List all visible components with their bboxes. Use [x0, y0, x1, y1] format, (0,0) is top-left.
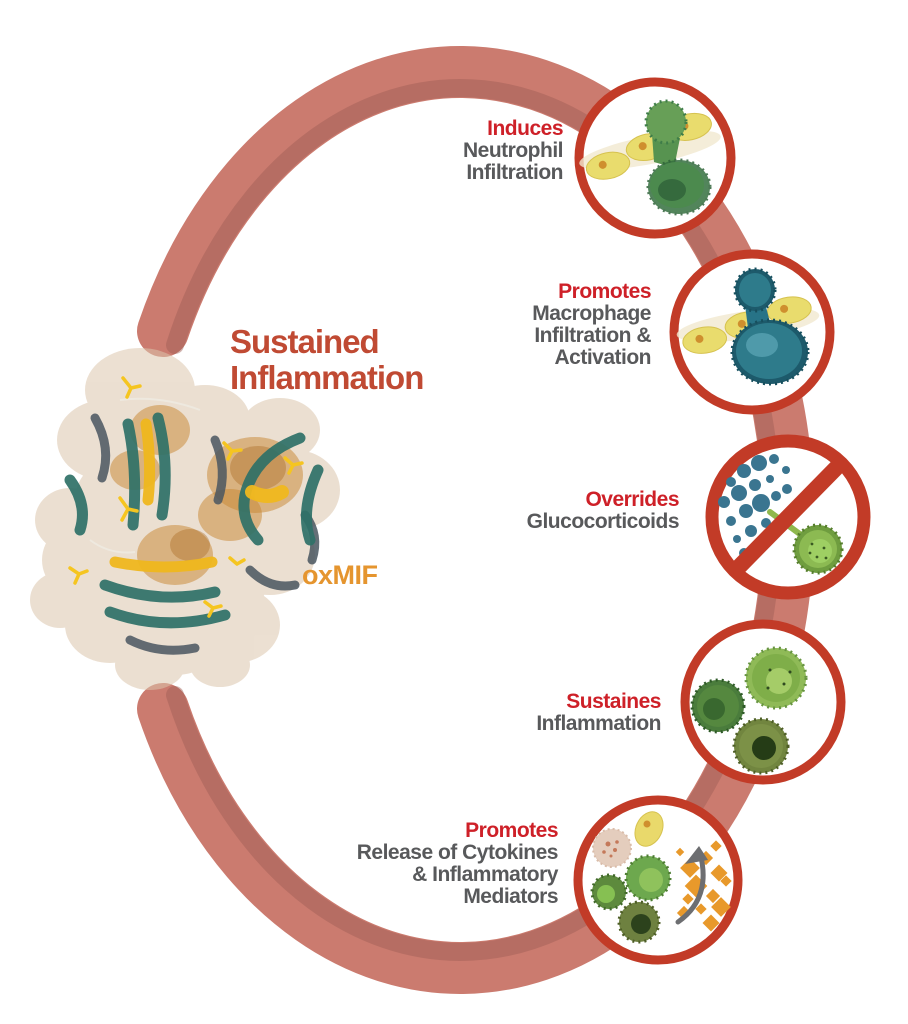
title-line-1: Sustained — [230, 323, 380, 360]
node-verb: Promotes — [558, 280, 651, 303]
neutrophil-infiltration-icon — [579, 99, 721, 216]
protein-yellow-ribbons — [109, 418, 289, 573]
pink-cell-speckles — [602, 840, 619, 858]
node-line: Activation — [554, 346, 651, 369]
release-arrowhead-icon — [685, 846, 708, 864]
title-line-2: Inflammation — [230, 359, 424, 396]
cell-speckles — [808, 542, 828, 560]
oxmif-label: oxMIF — [302, 560, 378, 590]
prohibition-slash-icon — [727, 455, 849, 579]
protein-slate-ribbons — [90, 413, 320, 655]
node-circle-1 — [574, 77, 736, 239]
node-line: Release of Cytokines — [356, 841, 559, 864]
node-line: Inflammation — [536, 712, 661, 735]
inflammatory-cells-icon — [690, 646, 808, 775]
node-line: Mediators — [463, 885, 558, 908]
node-verb: Promotes — [465, 819, 558, 842]
release-arrow-icon — [675, 850, 706, 925]
node-verb: Sustaines — [566, 690, 661, 713]
node-verb: Induces — [487, 117, 563, 140]
node-label-overrides-glucocorticoids: Overrides Glucocorticoids — [526, 488, 680, 533]
node-line: Infiltration & — [534, 324, 651, 347]
cell-speckles — [766, 668, 792, 690]
protein-loops — [89, 397, 201, 554]
protein-teal-ribbons — [64, 412, 324, 629]
oxidation-stick-icons — [68, 376, 304, 618]
macrophage-infiltration-icon — [676, 267, 820, 386]
node-circle-3 — [705, 434, 871, 600]
node-line: Glucocorticoids — [526, 510, 680, 533]
node-label-promotes-macrophage: Promotes Macrophage Infiltration & Activ… — [532, 281, 651, 369]
page-title: Sustained Inflammation — [230, 323, 424, 396]
node-line: Infiltration — [466, 161, 563, 184]
node-label-induces-neutrophil: Induces Neutrophil Infiltration — [463, 117, 564, 184]
cytokine-release-icon — [590, 811, 732, 944]
node-line: Macrophage — [532, 302, 651, 325]
protein-cloud — [30, 348, 340, 690]
node-label-promotes-cytokines: Promotes Release of Cytokines & Inflamma… — [356, 819, 559, 908]
node-line: Neutrophil — [463, 139, 564, 162]
node-verb: Overrides — [585, 488, 679, 511]
node-circle-2 — [669, 249, 835, 415]
node-circle-5 — [573, 795, 743, 965]
node-line: & Inflammatory — [412, 863, 558, 886]
oxmif-protein-illustration — [30, 348, 340, 690]
node-circle-4 — [680, 619, 846, 785]
glucocorticoids-blocked-icon — [718, 454, 849, 579]
node-label-sustaines-inflammation: Sustaines Inflammation — [536, 691, 661, 735]
